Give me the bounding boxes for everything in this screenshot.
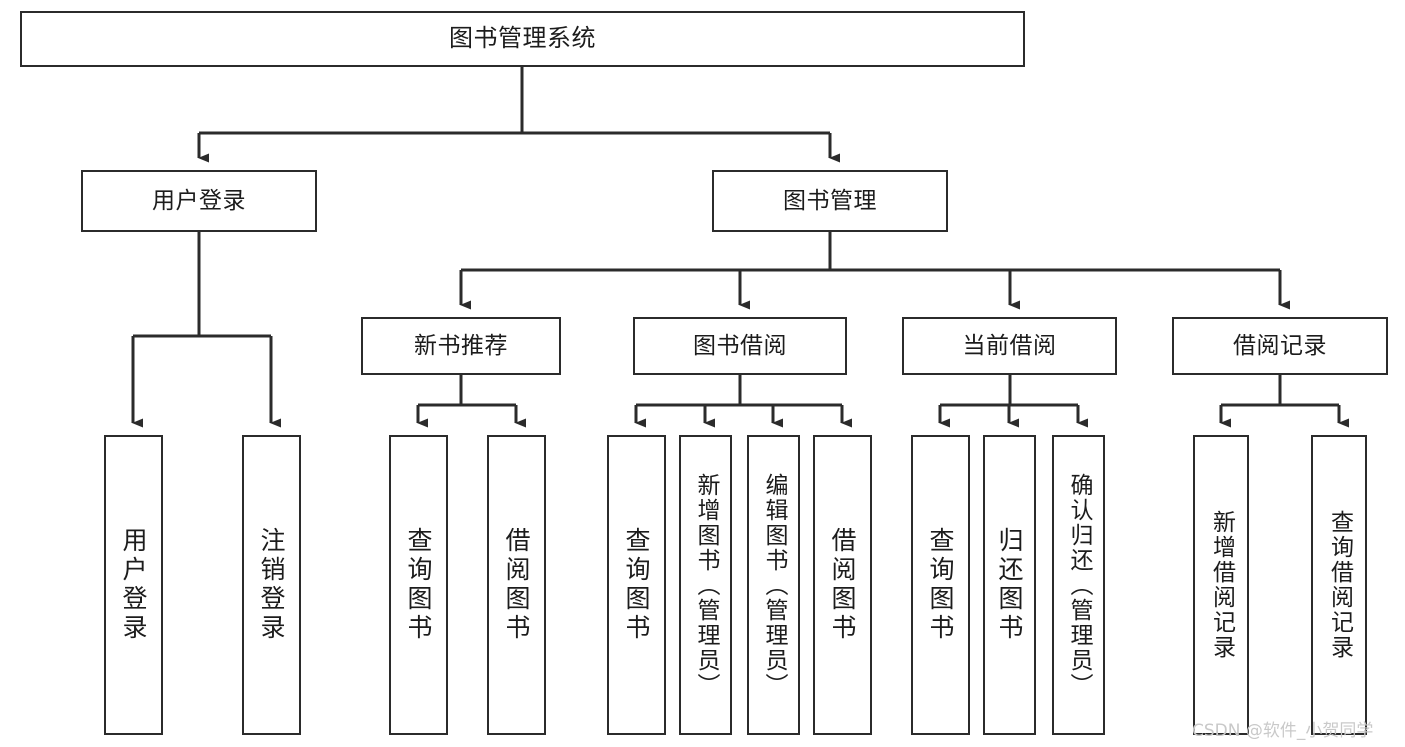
node-user-login[interactable]: 用户登录: [81, 170, 317, 232]
leaf-new-book-query-label: 查询图书: [404, 527, 433, 643]
node-book-manage[interactable]: 图书管理: [712, 170, 948, 232]
leaf-user-login-login-label: 用户登录: [119, 527, 148, 643]
leaf-new-book-query[interactable]: 查询图书: [389, 435, 448, 735]
node-book-borrow[interactable]: 图书借阅: [633, 317, 847, 375]
node-borrow-record-label: 借阅记录: [1233, 332, 1327, 359]
leaf-book-borrow-borrow[interactable]: 借阅图书: [813, 435, 872, 735]
node-book-borrow-label: 图书借阅: [693, 332, 787, 359]
leaf-user-login-login[interactable]: 用户登录: [104, 435, 163, 735]
node-user-login-label: 用户登录: [152, 187, 246, 214]
node-current-borrow[interactable]: 当前借阅: [902, 317, 1117, 375]
leaf-current-borrow-query[interactable]: 查询图书: [911, 435, 970, 735]
leaf-current-borrow-return-label: 归还图书: [995, 527, 1024, 643]
leaf-borrow-record-query[interactable]: 查询借阅记录: [1311, 435, 1367, 735]
leaf-borrow-record-add[interactable]: 新增借阅记录: [1193, 435, 1249, 735]
leaf-book-borrow-query[interactable]: 查询图书: [607, 435, 666, 735]
csdn-watermark: CSDN @软件_小贺同学: [1192, 721, 1374, 741]
leaf-borrow-record-query-label: 查询借阅记录: [1326, 510, 1353, 660]
leaf-book-borrow-add[interactable]: 新增图书（管理员）: [679, 435, 732, 735]
node-root-label: 图书管理系统: [449, 24, 596, 53]
node-current-borrow-label: 当前借阅: [962, 332, 1057, 359]
node-root[interactable]: 图书管理系统: [20, 11, 1025, 67]
leaf-current-borrow-return[interactable]: 归还图书: [983, 435, 1036, 735]
node-book-manage-label: 图书管理: [783, 187, 877, 214]
leaf-book-borrow-add-label: 新增图书（管理员）: [693, 472, 719, 698]
leaf-book-borrow-edit-label: 编辑图书（管理员）: [761, 472, 787, 698]
leaf-book-borrow-borrow-label: 借阅图书: [828, 527, 857, 643]
leaf-current-borrow-confirm[interactable]: 确认归还（管理员）: [1052, 435, 1105, 735]
leaf-new-book-borrow-label: 借阅图书: [502, 527, 531, 643]
leaf-current-borrow-query-label: 查询图书: [926, 527, 955, 643]
node-new-book-recommend-label: 新书推荐: [414, 332, 508, 359]
leaf-book-borrow-query-label: 查询图书: [622, 527, 651, 643]
leaf-user-login-logout-label: 注销登录: [257, 527, 286, 643]
leaf-user-login-logout[interactable]: 注销登录: [242, 435, 301, 735]
leaf-new-book-borrow[interactable]: 借阅图书: [487, 435, 546, 735]
leaf-borrow-record-add-label: 新增借阅记录: [1208, 510, 1235, 660]
leaf-current-borrow-confirm-label: 确认归还（管理员）: [1066, 472, 1092, 698]
node-borrow-record[interactable]: 借阅记录: [1172, 317, 1388, 375]
leaf-book-borrow-edit[interactable]: 编辑图书（管理员）: [747, 435, 800, 735]
node-new-book-recommend[interactable]: 新书推荐: [361, 317, 561, 375]
